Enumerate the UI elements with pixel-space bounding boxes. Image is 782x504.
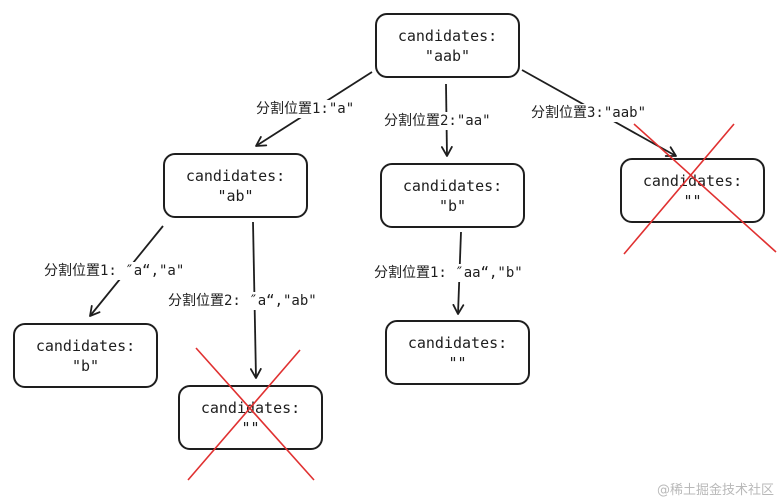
node-empty-left: candidates: "" <box>178 385 323 450</box>
cross-mark-left-icon <box>187 347 315 481</box>
node-empty-right-value: "" <box>683 191 702 210</box>
node-empty-right-label: candidates: <box>642 171 743 190</box>
node-b-mid-label: candidates: <box>402 176 503 195</box>
node-b-left-value: "b" <box>71 356 100 375</box>
node-empty-left-value: "" <box>241 418 260 437</box>
node-empty-mid-label: candidates: <box>407 333 508 352</box>
edge-label-split1-aa-b: 分割位置1: ″aa“,"b" <box>374 264 523 282</box>
edge-label-split1-a: 分割位置1:"a" <box>256 100 355 118</box>
node-empty-right: candidates: "" <box>620 158 765 223</box>
node-root: candidates: "aab" <box>375 13 520 78</box>
cross-mark-right-icon <box>623 123 777 255</box>
edge-label-split1-a-a: 分割位置1: ″a“,"a" <box>44 262 185 280</box>
node-b-left: candidates: "b" <box>13 323 158 388</box>
node-ab: candidates: "ab" <box>163 153 308 218</box>
node-b-mid: candidates: "b" <box>380 163 525 228</box>
node-b-left-label: candidates: <box>35 336 136 355</box>
edge-label-split3-aab: 分割位置3:"aab" <box>531 104 647 122</box>
node-ab-label: candidates: <box>185 166 286 185</box>
node-empty-mid-value: "" <box>448 353 467 372</box>
node-ab-value: "ab" <box>217 186 254 205</box>
node-empty-mid: candidates: "" <box>385 320 530 385</box>
node-root-label: candidates: <box>397 26 498 45</box>
node-root-value: "aab" <box>424 46 471 65</box>
edge-label-split2-a-ab: 分割位置2: ″a“,"ab" <box>168 292 317 310</box>
node-b-mid-value: "b" <box>438 196 467 215</box>
watermark: @稀土掘金技术社区 <box>656 483 774 498</box>
edge-label-split2-aa: 分割位置2:"aa" <box>384 112 491 130</box>
